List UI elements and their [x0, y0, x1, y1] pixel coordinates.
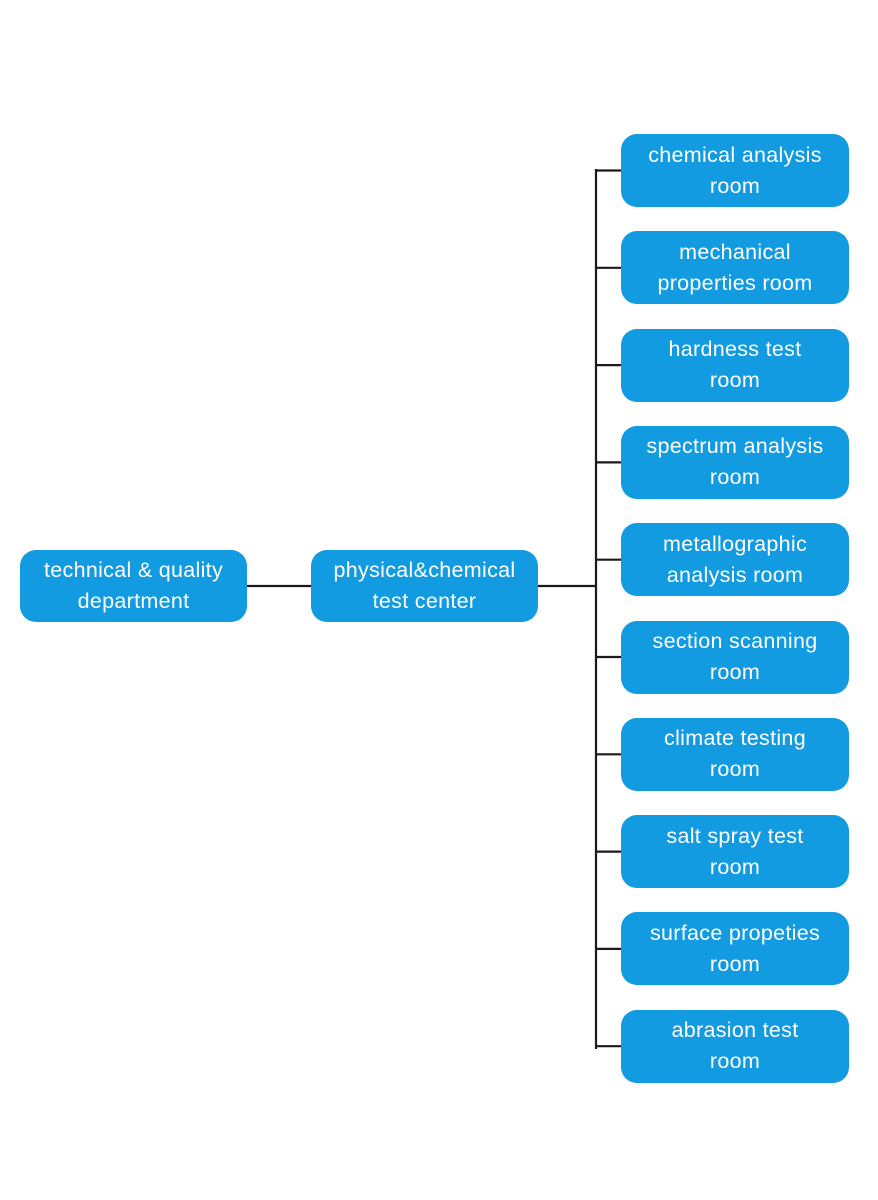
- room-label-line1: climate testing: [664, 726, 806, 751]
- room-label-line1: section scanning: [652, 629, 818, 653]
- room-label-line1: spectrum analysis: [646, 434, 824, 459]
- room-node: section scanning room: [621, 620, 849, 694]
- room-node: salt spray test room: [621, 815, 849, 889]
- room-label-line1: surface propeties: [649, 920, 821, 945]
- room-label-line2: room: [709, 951, 761, 976]
- room-label-line1: chemical analysis: [648, 142, 822, 167]
- room-node: chemical analysis room: [621, 134, 849, 207]
- center-node-label-line2: test center: [372, 589, 477, 613]
- room-node: spectrum analysis room: [621, 425, 849, 499]
- room-node: hardness test room: [621, 328, 849, 402]
- room-node: abrasion test room: [621, 1009, 849, 1083]
- room-label-line2: room: [709, 660, 761, 684]
- room-label-line1: metallographic: [662, 531, 808, 556]
- center-node-label-line1: physical&chemical: [333, 558, 516, 582]
- room-label-line2: properties room: [657, 270, 813, 295]
- room-label-line1: mechanical: [679, 239, 791, 264]
- room-label-line2: room: [709, 368, 761, 393]
- room-label-line2: room: [709, 1049, 761, 1074]
- room-label-line2: room: [709, 465, 761, 490]
- room-label-line2: analysis room: [666, 562, 804, 587]
- room-node: mechanical properties room: [621, 231, 849, 305]
- root-node-label-line1: technical & quality: [44, 558, 223, 582]
- room-label-line2: room: [709, 757, 761, 782]
- room-node: metallographic analysis room: [621, 523, 849, 597]
- room-label-line2: room: [709, 854, 761, 879]
- room-label-line1: abrasion test: [671, 1018, 799, 1043]
- room-node: surface propeties room: [621, 912, 849, 986]
- room-label-line1: hardness test: [668, 337, 802, 362]
- center-node-physical-chemical-test-center: physical&chemical test center: [311, 550, 538, 622]
- root-node-label-line2: department: [77, 589, 190, 613]
- room-label-line2: room: [709, 173, 761, 198]
- room-node: climate testing room: [621, 717, 849, 791]
- room-label-line1: salt spray test: [666, 823, 804, 848]
- root-node-technical-quality-department: technical & quality department: [20, 550, 247, 622]
